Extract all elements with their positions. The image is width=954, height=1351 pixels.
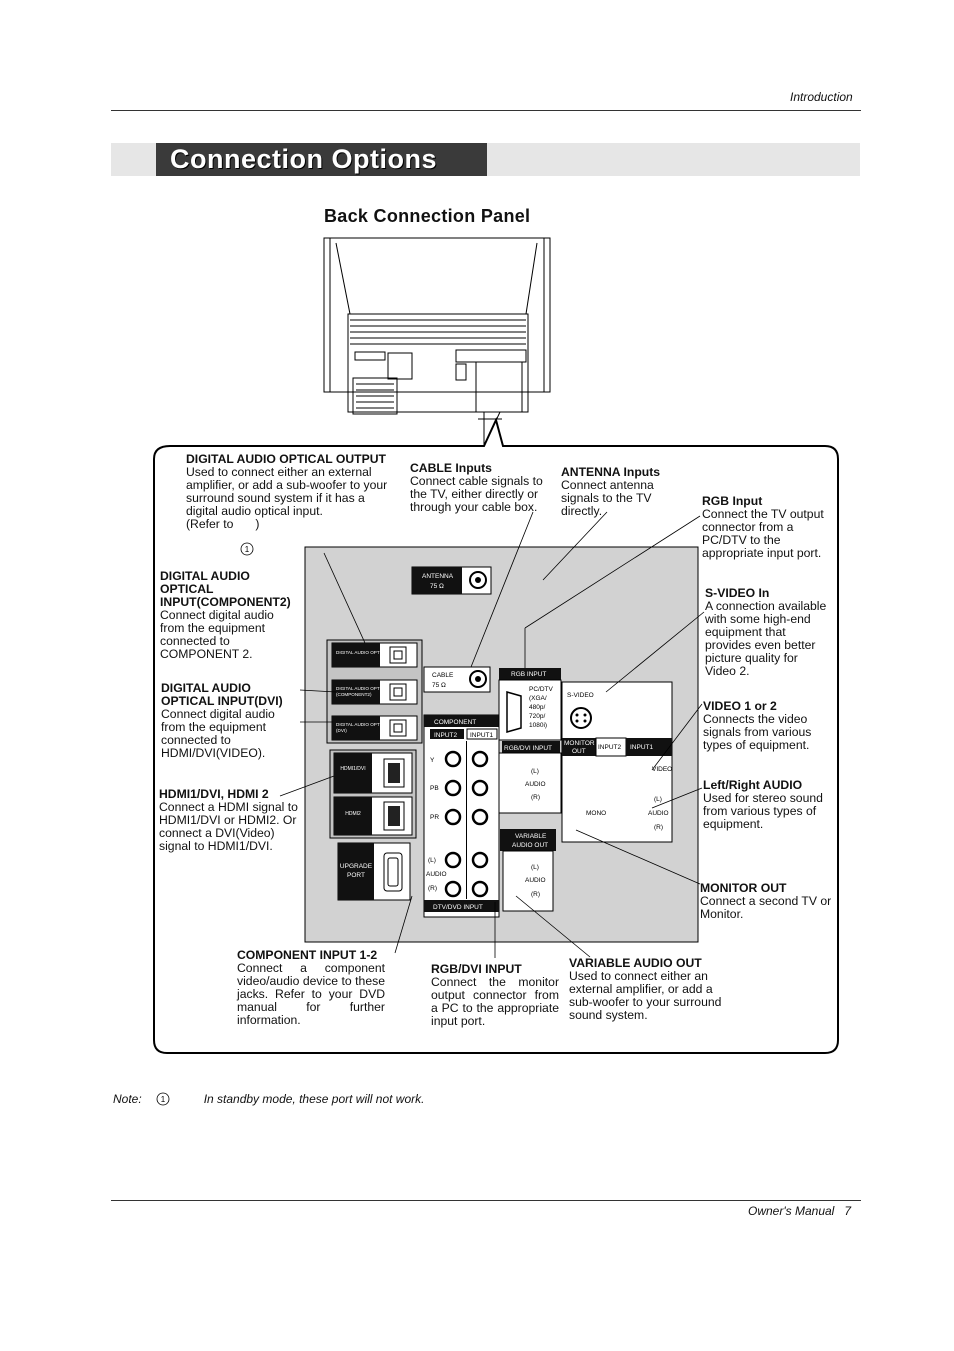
svg-text:DTV/DVD INPUT: DTV/DVD INPUT: [433, 904, 483, 911]
callout-svideo: S-VIDEO In A connection available with s…: [705, 586, 827, 678]
callout-digital-audio-dvi: DIGITAL AUDIO OPTICAL INPUT(DVI) Connect…: [161, 681, 283, 760]
svg-text:OUT: OUT: [572, 748, 586, 755]
page-title: Connection Options: [170, 144, 437, 174]
svg-text:(R): (R): [428, 885, 437, 892]
svg-text:COMPONENT: COMPONENT: [434, 719, 476, 726]
title-box: [156, 143, 487, 176]
svg-text:(R): (R): [531, 891, 540, 898]
svg-text:INPUT2: INPUT2: [434, 732, 458, 739]
callout-antenna: ANTENNA Inputs Connect antenna signals t…: [561, 465, 661, 518]
digital-audio-jacks: DIGITAL AUDIO OPTICAL OUTPUT DIGITAL AUD…: [331, 642, 418, 741]
svg-text:AUDIO: AUDIO: [525, 781, 546, 788]
svg-text:HDMI1/DVI: HDMI1/DVI: [340, 766, 365, 772]
av-inputs: [561, 681, 673, 843]
page-footer: Owner's Manual 7: [748, 1204, 852, 1218]
svg-text:VIDEO: VIDEO: [652, 766, 672, 773]
pcdtv-label-line: 720p/: [529, 713, 545, 720]
callout-hdmi: HDMI1/DVI, HDMI 2 Connect a HDMI signal …: [159, 787, 298, 853]
callout-digital-audio-output: DIGITAL AUDIO OPTICAL OUTPUT Used to con…: [186, 452, 388, 531]
svg-text:PB: PB: [430, 785, 439, 792]
tv-back-illustration: [323, 237, 551, 447]
header-rule: [111, 110, 861, 111]
variable-audio-out: [502, 850, 554, 912]
svg-text:S-VIDEO: S-VIDEO: [567, 692, 594, 699]
svg-text:1: 1: [245, 545, 250, 554]
svg-text:DIGITAL AUDIO OPTICAL OUTPUT: DIGITAL AUDIO OPTICAL OUTPUT: [336, 650, 410, 655]
svg-text:(R): (R): [654, 824, 663, 831]
svg-text:(L): (L): [531, 864, 539, 871]
svg-text:MONITOR: MONITOR: [564, 740, 595, 747]
svg-text:RGB/DVI INPUT: RGB/DVI INPUT: [504, 745, 552, 752]
svg-text:MONO: MONO: [586, 810, 606, 817]
pcdtv-label-line: PC/DTV: [529, 686, 554, 693]
callout-video: VIDEO 1 or 2 Connects the video signals …: [703, 699, 812, 752]
standby-note: Note:In standby mode, these port will no…: [113, 1092, 425, 1106]
svg-text:VARIABLE: VARIABLE: [515, 833, 547, 840]
panel-subtitle: Back Connection Panel: [324, 206, 531, 226]
svg-text:PORT: PORT: [347, 872, 365, 879]
svg-text:(R): (R): [531, 794, 540, 801]
leader-lines: [279, 511, 705, 958]
svg-text:INPUT2: INPUT2: [598, 744, 622, 751]
svg-text:UPGRADE: UPGRADE: [340, 863, 373, 870]
callout-frame: [153, 417, 839, 1054]
svg-text:RGB INPUT: RGB INPUT: [511, 671, 546, 678]
pcdtv-label-line: (XGA/: [529, 695, 547, 702]
svg-text:Y: Y: [430, 757, 435, 764]
pcdtv-label-line: 1080i): [529, 722, 547, 729]
callout-digital-audio-component: DIGITAL AUDIO OPTICAL INPUT(COMPONENT2) …: [160, 569, 291, 661]
svg-text:AUDIO OUT: AUDIO OUT: [512, 842, 548, 849]
svg-text:(L): (L): [531, 768, 539, 775]
svg-text:DIGITAL AUDIO OPTICAL INPUT: DIGITAL AUDIO OPTICAL INPUT: [336, 722, 405, 727]
svg-text:75 Ω: 75 Ω: [430, 583, 444, 590]
callout-variable-audio: VARIABLE AUDIO OUT Used to connect eithe…: [569, 956, 722, 1022]
svg-text:INPUT1: INPUT1: [630, 744, 654, 751]
callout-rgb: RGB Input Connect the TV output connecto…: [702, 494, 824, 560]
svg-text:(L): (L): [654, 796, 662, 803]
pcdtv-label-line: 480p/: [529, 704, 545, 711]
svg-text:AUDIO: AUDIO: [426, 871, 447, 878]
antenna-label: ANTENNA: [422, 573, 454, 580]
svg-text:(DVI): (DVI): [336, 728, 347, 733]
hdmi-ports: HDMI1/DVI HDMI2: [333, 752, 413, 836]
svg-text:75 Ω: 75 Ω: [432, 682, 446, 689]
section-header: Introduction: [790, 90, 853, 104]
svg-text:INPUT1: INPUT1: [470, 732, 494, 739]
svg-text:DIGITAL AUDIO OPTICAL INPUT: DIGITAL AUDIO OPTICAL INPUT: [336, 686, 405, 691]
svideo-jack: [570, 707, 592, 729]
svg-text:PR: PR: [430, 814, 439, 821]
callout-component: COMPONENT INPUT 1-2 Connect a component …: [237, 948, 385, 1027]
svg-text:AUDIO: AUDIO: [525, 877, 546, 884]
svg-text:(L): (L): [428, 857, 436, 864]
cable-label: CABLE: [432, 672, 454, 679]
callout-monitor-out: MONITOR OUT Connect a second TV or Monit…: [700, 881, 832, 921]
callout-audio: Left/Right AUDIO Used for stereo sound f…: [703, 778, 823, 831]
svg-text:1: 1: [161, 1095, 166, 1104]
callout-rgb-dvi: RGB/DVI INPUT Connect the monitor output…: [431, 962, 559, 1028]
callout-cable: CABLE Inputs Connect cable signals to th…: [410, 461, 543, 514]
svg-text:(COMPONENT2): (COMPONENT2): [336, 692, 372, 697]
footer-rule: [111, 1200, 861, 1201]
svg-text:AUDIO: AUDIO: [648, 810, 669, 817]
svg-text:HDMI2: HDMI2: [345, 811, 361, 817]
